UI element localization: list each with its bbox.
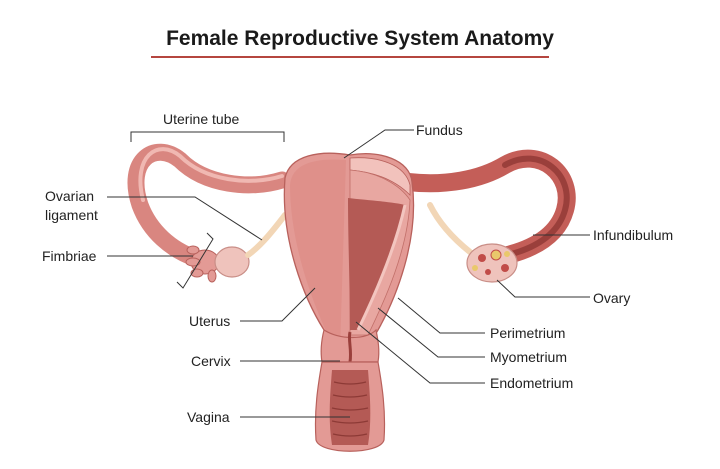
right-ovary [466,243,518,283]
leader-lines [107,129,590,418]
left-ovarian-ligament [245,212,288,258]
label-fundus: Fundus [416,122,463,138]
label-vagina: Vagina [187,409,230,425]
right-uterine-tube-lumen [502,155,570,258]
uterus-shading [290,159,346,350]
label-infundibulum: Infundibulum [593,227,674,243]
label-ovary: Ovary [593,290,631,306]
right-ovarian-ligament [427,202,473,255]
label-cervix: Cervix [191,353,231,369]
left-ovary [214,246,250,278]
cervical-canal [347,331,353,363]
label-perimetrium: Perimetrium [490,325,566,341]
label-uterus: Uterus [189,313,231,329]
label-endometrium: Endometrium [490,375,574,391]
fimbriae-bracket [176,232,214,289]
page-title: Female Reproductive System Anatomy [166,27,554,50]
ovarian-follicles [472,249,510,275]
title-underline [151,56,549,58]
label-ovarian-ligament: Ovarian ligament [45,188,98,223]
endometrium-lining [356,204,407,331]
label-myometrium: Myometrium [490,349,568,365]
uterine-tube-bracket [130,131,285,142]
label-uterine-tube: Uterine tube [163,111,240,127]
left-uterine-tube-highlight [138,147,284,202]
left-fimbriae [185,245,220,283]
vaginal-canal [329,370,371,445]
vaginal-rugae [331,381,369,437]
uterine-cavity [348,198,405,330]
label-fimbriae: Fimbriae [42,248,97,264]
